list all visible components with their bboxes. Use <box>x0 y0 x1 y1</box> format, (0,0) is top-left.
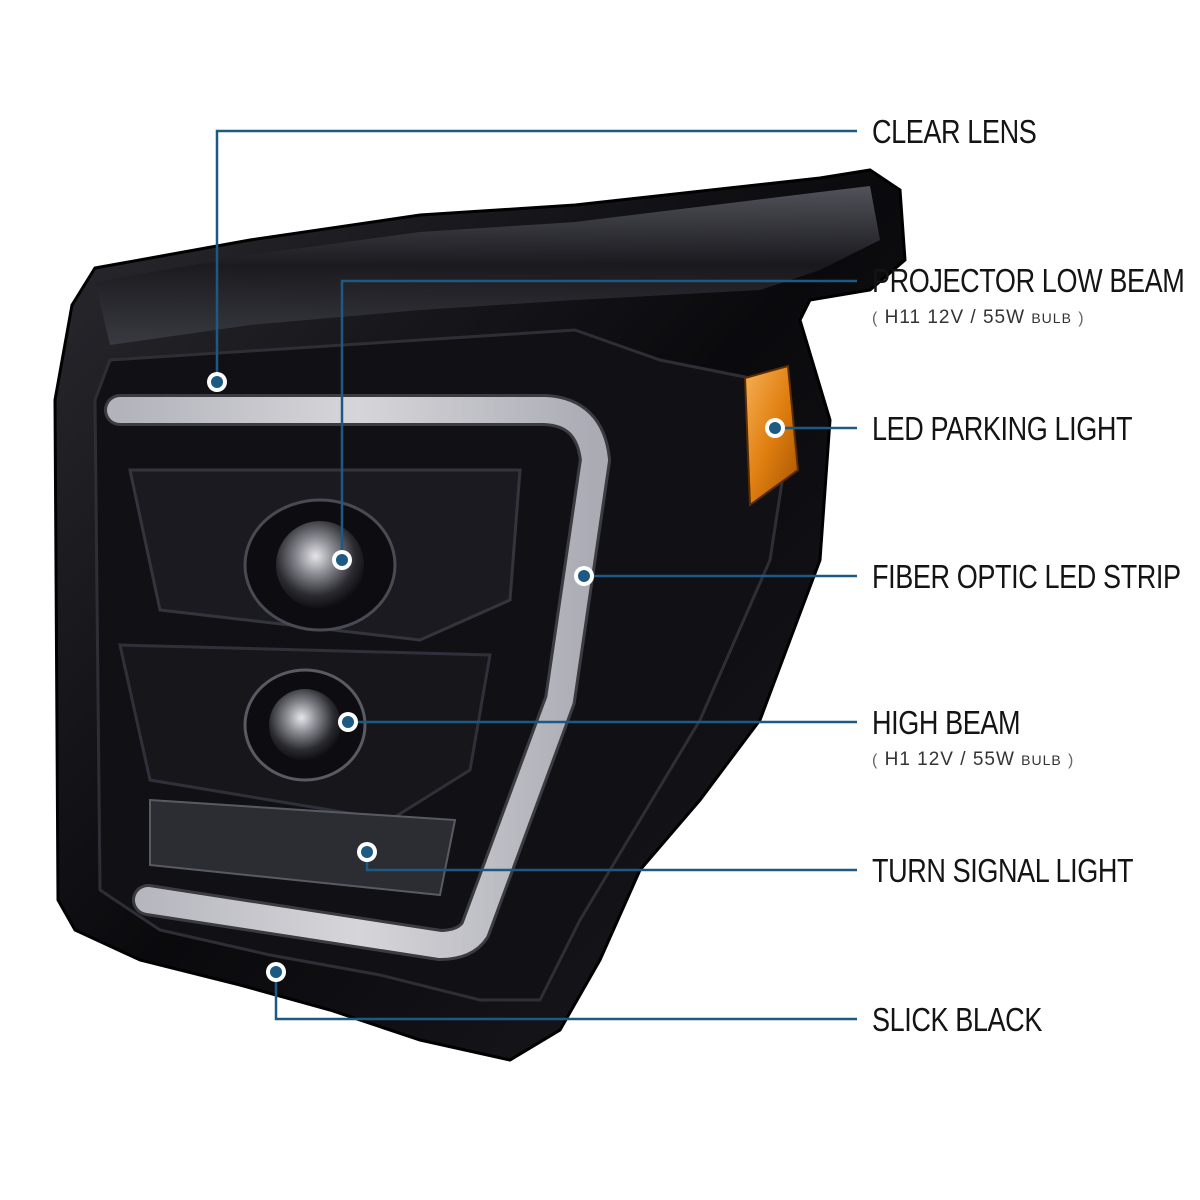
fiber-optic-led-strip <box>107 397 608 958</box>
label-turn-signal-light: TURN SIGNAL LIGHT <box>872 852 1134 889</box>
label-fiber-optic-led-strip: FIBER OPTIC LED STRIP <box>872 558 1181 595</box>
callout-line-slick-black <box>274 972 857 1021</box>
sublabel-projector-low-beam: ( H11 12V / 55W BULB ) <box>872 308 1085 327</box>
projector-low-beam <box>128 468 522 642</box>
callout-line-projector-low-beam <box>340 279 857 560</box>
callout-dots <box>207 372 785 982</box>
label-clear-lens: CLEAR LENS <box>872 113 1037 150</box>
high-beam <box>118 643 492 822</box>
sublabel-unit: BULB <box>1031 310 1072 326</box>
callout-line-clear-lens <box>215 129 857 380</box>
sublabel-spec: H1 12V / 55W <box>884 749 1015 770</box>
label-projector-low-beam: PROJECTOR LOW BEAM <box>872 262 1185 299</box>
sublabel-unit: BULB <box>1021 752 1062 768</box>
sublabel-high-beam: ( H1 12V / 55W BULB ) <box>872 750 1074 769</box>
callout-lines <box>215 129 857 1021</box>
sublabel-open-paren: ( <box>872 310 879 327</box>
sublabel-spec: H11 12V / 55W <box>884 307 1026 328</box>
label-led-parking-light: LED PARKING LIGHT <box>872 410 1133 447</box>
label-slick-black: SLICK BLACK <box>872 1001 1042 1038</box>
sublabel-close-paren: ) <box>1068 752 1075 769</box>
sublabel-close-paren: ) <box>1078 310 1085 327</box>
sublabel-open-paren: ( <box>872 752 879 769</box>
label-high-beam: HIGH BEAM <box>872 704 1021 741</box>
